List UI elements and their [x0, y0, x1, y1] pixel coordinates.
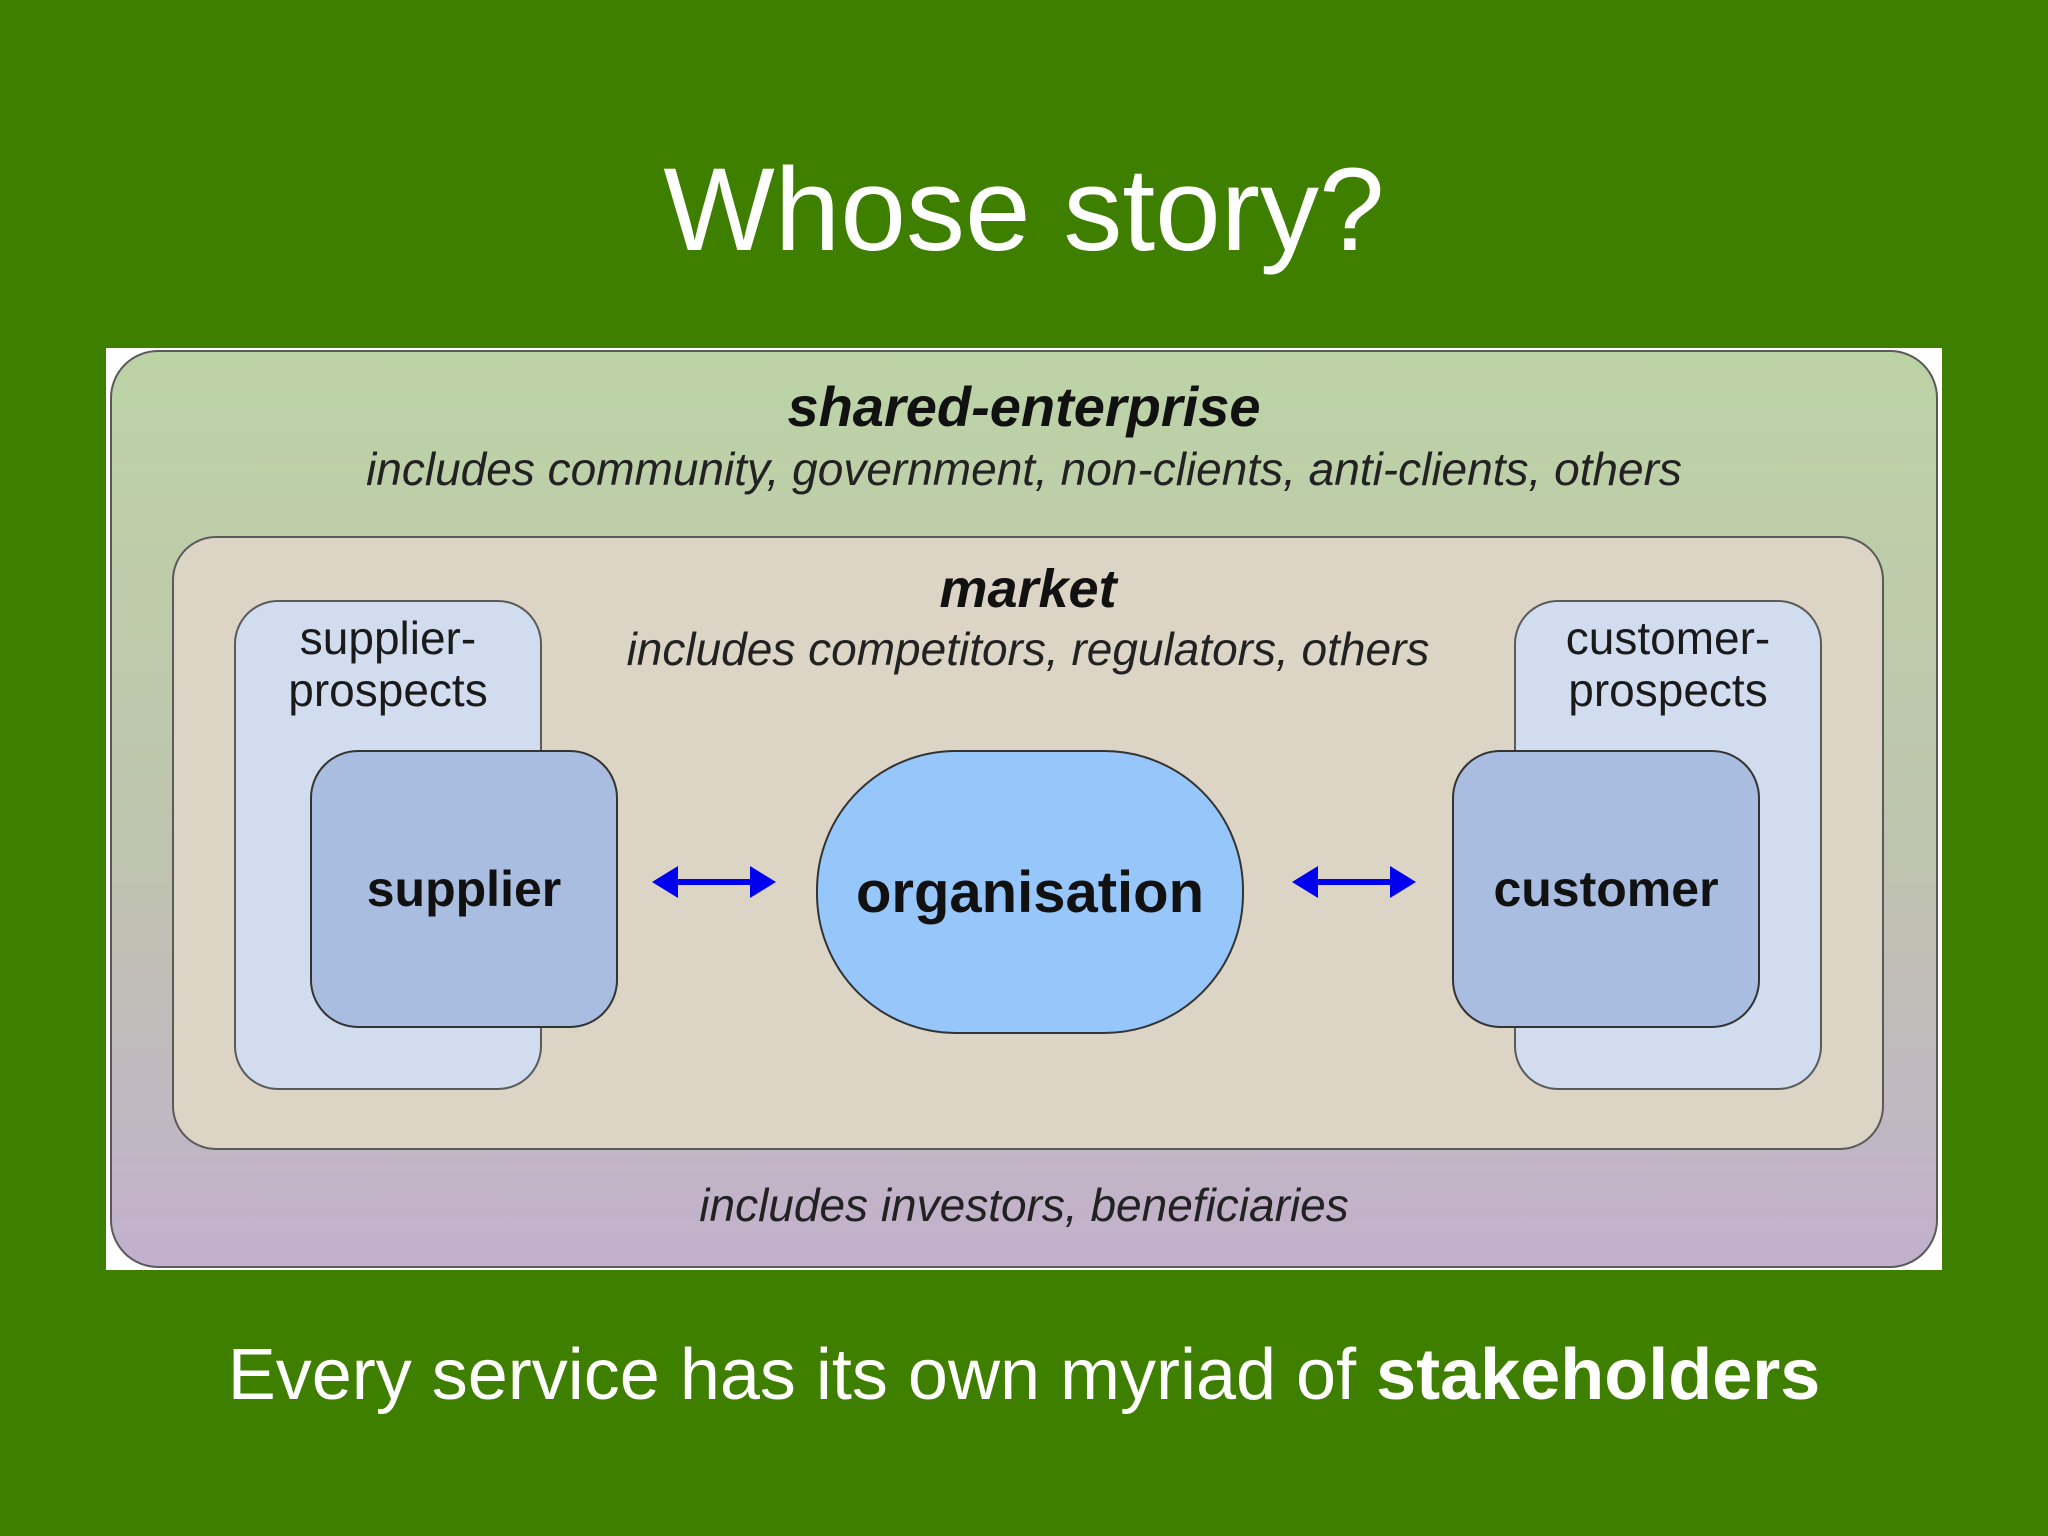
- supplier-prospects-line2: prospects: [288, 664, 488, 716]
- stakeholder-diagram: shared-enterprise includes community, go…: [106, 348, 1942, 1270]
- market-title: market: [939, 559, 1117, 619]
- supplier-box: supplier: [310, 750, 618, 1028]
- slide-title: Whose story?: [663, 144, 1385, 276]
- caption-bold-text: stakeholders: [1376, 1335, 1821, 1415]
- supplier-prospects-line1: supplier-: [299, 612, 477, 664]
- shared-enterprise-title: shared-enterprise: [787, 375, 1261, 438]
- supplier-label: supplier: [366, 861, 562, 917]
- double-headed-arrow-icon: [652, 866, 776, 898]
- customer-box: customer: [1452, 750, 1760, 1028]
- shared-enterprise-subtitle: includes community, government, non-clie…: [366, 443, 1682, 495]
- shared-enterprise-box: shared-enterprise includes community, go…: [110, 350, 1938, 1268]
- customer-prospects-line2: prospects: [1568, 664, 1768, 716]
- customer-prospects-line1: customer-: [1565, 612, 1771, 664]
- shared-enterprise-footer: includes investors, beneficiaries: [699, 1179, 1349, 1231]
- customer-prospects-label: customer- prospects: [1516, 612, 1820, 716]
- organisation-label: organisation: [855, 859, 1205, 925]
- caption-text: Every service has its own myriad of: [227, 1335, 1377, 1415]
- double-headed-arrow-icon: [1292, 866, 1416, 898]
- organisation-box: organisation: [816, 750, 1244, 1034]
- market-box: market includes competitors, regulators,…: [172, 536, 1884, 1150]
- supplier-prospects-label: supplier- prospects: [236, 612, 540, 716]
- customer-label: customer: [1493, 861, 1719, 917]
- market-subtitle: includes competitors, regulators, others: [626, 623, 1430, 675]
- slide-caption: Every service has its own myriad of stak…: [0, 1330, 2048, 1420]
